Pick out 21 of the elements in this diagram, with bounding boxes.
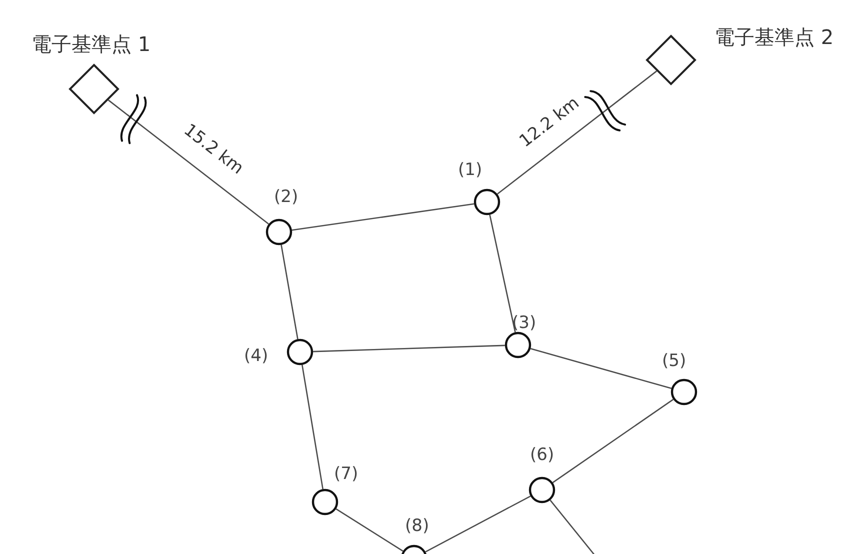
connector-line <box>108 100 270 224</box>
connector-line <box>530 348 672 390</box>
point-label: (6) <box>530 446 554 466</box>
station-label: 電子基準点 1 <box>32 32 151 56</box>
point-label: (5) <box>662 352 686 372</box>
connector-line <box>280 244 298 340</box>
connector-line <box>425 496 531 552</box>
point-label: (7) <box>334 465 358 485</box>
point-label: (8) <box>405 517 430 537</box>
connector-line <box>302 364 324 490</box>
point-label: (2) <box>274 188 298 208</box>
point-label: (4) <box>244 347 268 367</box>
point-label: (3) <box>512 314 536 334</box>
connector-line <box>313 344 505 352</box>
connector-line <box>489 214 516 332</box>
connector-line <box>336 508 404 552</box>
connector-line <box>496 70 658 195</box>
point-label: (1) <box>458 161 482 181</box>
connector-line <box>552 398 674 484</box>
station-label: 電子基準点 2 <box>714 26 834 48</box>
connector-line <box>292 203 474 231</box>
